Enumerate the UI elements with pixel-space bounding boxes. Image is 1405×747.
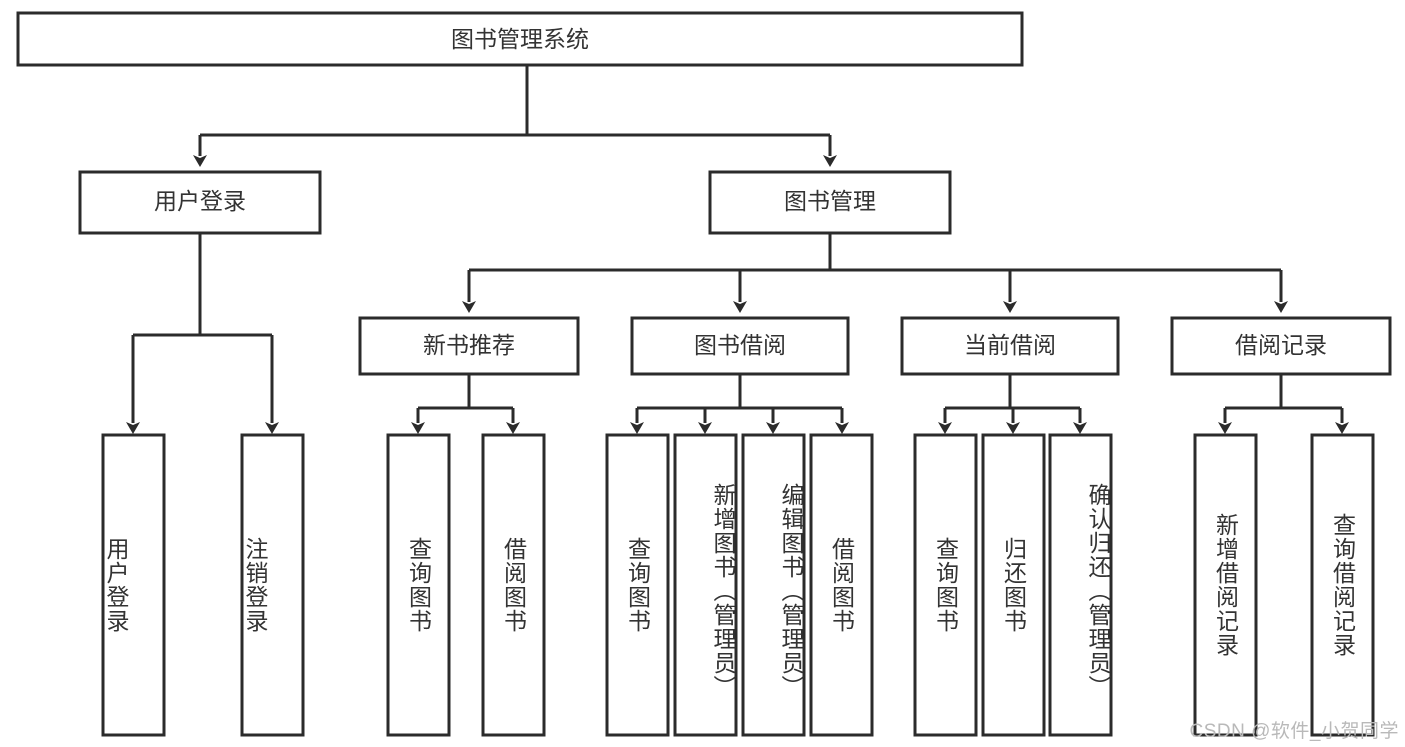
node-current-borrow-label: 当前借阅 — [964, 332, 1056, 358]
node-root[interactable]: 图书管理系统 — [16, 11, 1024, 67]
node-user-login-label: 用户登录 — [154, 188, 246, 214]
csdn-watermark: CSDN @软件_小贺同学 — [1189, 721, 1399, 742]
leaf-return-book-box[interactable] — [981, 433, 1046, 737]
leaf-user-login-box[interactable] — [101, 433, 166, 737]
leaf-borrow-book-1-box[interactable] — [481, 433, 546, 737]
node-root-label: 图书管理系统 — [451, 26, 589, 52]
node-borrow-record[interactable]: 借阅记录 — [1170, 316, 1392, 376]
node-root-box[interactable] — [16, 11, 1024, 67]
leaf-query-book-3-box[interactable] — [913, 433, 978, 737]
node-borrow-record-label: 借阅记录 — [1235, 332, 1327, 358]
node-book-manage-label: 图书管理 — [784, 188, 876, 214]
leaf-query-record-box[interactable] — [1310, 433, 1375, 737]
leaf-add-record-box[interactable] — [1193, 433, 1258, 737]
node-current-borrow-box[interactable] — [900, 316, 1120, 376]
node-new-book-rec-box[interactable] — [358, 316, 580, 376]
node-book-borrow[interactable]: 图书借阅 — [630, 316, 850, 376]
node-book-manage-box[interactable] — [708, 170, 952, 235]
node-book-borrow-label: 图书借阅 — [694, 332, 786, 358]
node-book-manage[interactable]: 图书管理 — [708, 170, 952, 235]
node-current-borrow[interactable]: 当前借阅 — [900, 316, 1120, 376]
leaf-query-book-1-box[interactable] — [386, 433, 451, 737]
node-new-book-rec-label: 新书推荐 — [423, 332, 515, 358]
leaf-box-layer — [101, 433, 1375, 737]
leaf-add-book-box[interactable] — [673, 433, 738, 737]
connector-layer — [126, 65, 1349, 434]
node-user-login-box[interactable] — [78, 170, 322, 235]
leaf-query-book-2-box[interactable] — [605, 433, 670, 737]
node-user-login[interactable]: 用户登录 — [78, 170, 322, 235]
leaf-borrow-book-2-box[interactable] — [809, 433, 874, 737]
leaf-edit-book-box[interactable] — [741, 433, 806, 737]
node-borrow-record-box[interactable] — [1170, 316, 1392, 376]
node-book-borrow-box[interactable] — [630, 316, 850, 376]
leaf-confirm-return-box[interactable] — [1048, 433, 1113, 737]
leaf-logout-box[interactable] — [240, 433, 305, 737]
node-new-book-rec[interactable]: 新书推荐 — [358, 316, 580, 376]
